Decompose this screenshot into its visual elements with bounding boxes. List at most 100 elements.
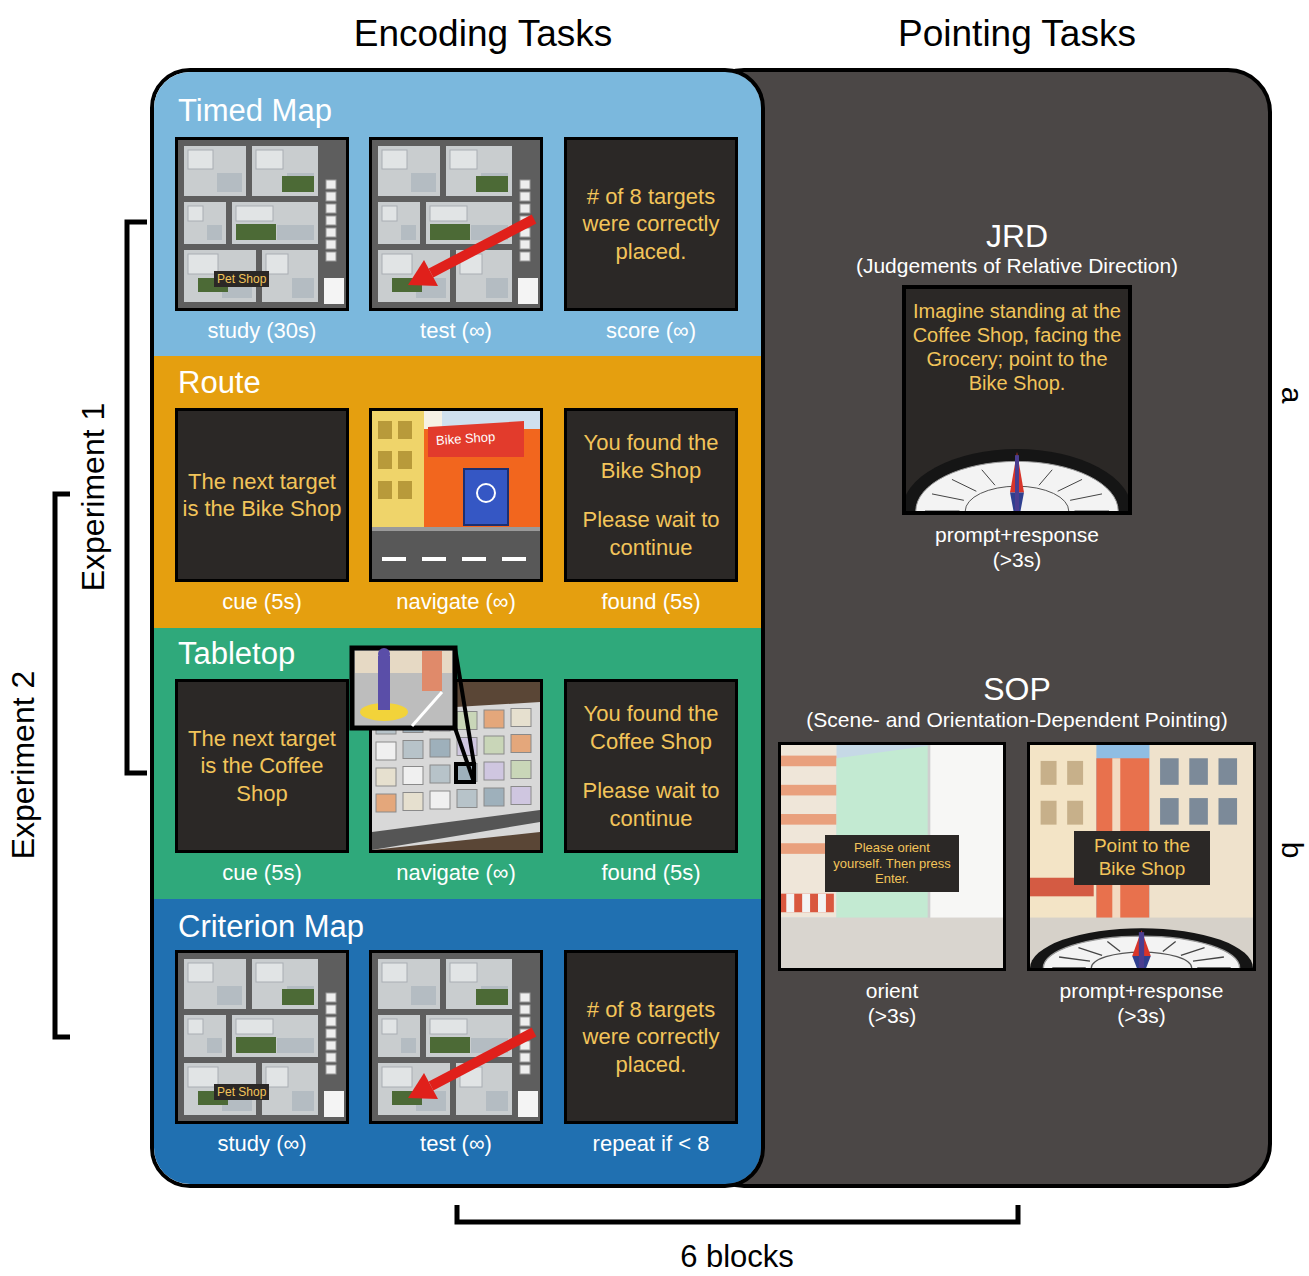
- illustration-part: [1067, 801, 1083, 825]
- illustration-part: [1163, 942, 1176, 952]
- illustration-part: [178, 140, 346, 308]
- illustration-part: [1078, 948, 1102, 956]
- jrd-prompt: Imagine standing at the Coffee Shop, fac…: [910, 299, 1124, 395]
- step-caption: prompt+response (>3s): [917, 522, 1117, 572]
- illustration-part: [326, 1017, 336, 1026]
- illustration-part: [486, 1091, 508, 1111]
- illustration-part: [372, 810, 540, 850]
- illustration-part: [818, 894, 826, 913]
- step-caption: cue (5s): [152, 589, 372, 615]
- illustration-part: [277, 1038, 314, 1053]
- illustration-part: [511, 761, 531, 779]
- illustration-part: [484, 762, 504, 780]
- illustration-part: [511, 787, 531, 805]
- illustration-part: [802, 894, 810, 913]
- illustration-part: [450, 150, 477, 169]
- step-caption: prompt+response (>3s): [1042, 978, 1242, 1028]
- illustration-part: [1189, 798, 1208, 825]
- illustration-part: [256, 963, 283, 982]
- task-subtitle: (Scene- and Orientation-Dependent Pointi…: [717, 707, 1309, 732]
- illustration-part: [518, 278, 538, 304]
- illustration-part: [1067, 761, 1083, 785]
- experiment-label: Experiment 1: [73, 347, 113, 647]
- screen-text: # of 8 targets were correctly placed.: [571, 996, 731, 1079]
- illustration-part: [408, 1073, 438, 1099]
- step-caption: cue (5s): [152, 860, 372, 886]
- illustration-part: [378, 648, 390, 660]
- illustration-part: [484, 736, 504, 754]
- illustration-part: [484, 710, 504, 728]
- illustration-part: [326, 1005, 336, 1014]
- step-caption: orient (>3s): [842, 978, 942, 1028]
- illustration-part: [781, 756, 837, 767]
- step-caption: repeat if < 8: [541, 1131, 761, 1157]
- illustration-part: [282, 989, 314, 1005]
- illustration-part: [520, 1053, 530, 1062]
- illustration-part: [326, 216, 336, 225]
- screen-text-column: The next target is the Bike Shop: [178, 411, 346, 579]
- illustration-part: [324, 278, 344, 304]
- illustration-part: [932, 494, 964, 500]
- illustration-part: [232, 202, 318, 244]
- task-band: Criterion MapPet Shopstudy (∞)test (∞)# …: [154, 899, 761, 1184]
- section-heading: Encoding Tasks: [233, 12, 733, 56]
- illustration-part: [1039, 470, 1052, 485]
- illustration-part: [486, 278, 508, 298]
- illustration-part: [1218, 758, 1237, 785]
- screen-text: Please wait to continue: [571, 777, 731, 832]
- illustration-part: [398, 421, 412, 439]
- pointing-panel: Pointing TasksJRD(Judgements of Relative…: [700, 68, 1272, 1188]
- screen-text: You found the Coffee Shop: [571, 700, 731, 755]
- illustration-part: [430, 739, 450, 757]
- illustration-part: [431, 219, 534, 273]
- screen-panel: The next target is the Coffee Shopcue (5…: [175, 679, 349, 853]
- illustration-part: [520, 180, 530, 189]
- illustration-part: [781, 745, 1003, 968]
- overlay-instruction: Please orient yourself. Then press Enter…: [825, 835, 959, 892]
- step-caption: test (∞): [346, 1131, 566, 1157]
- illustration-part: [520, 240, 530, 249]
- illustration-part: [411, 986, 436, 1005]
- band-title: Route: [178, 364, 578, 401]
- illustration-part: [450, 963, 477, 982]
- illustration-part: [326, 1029, 336, 1038]
- screen-panel: The next target is the Bike Shopcue (5s): [175, 408, 349, 582]
- screen-panel: You found the Bike ShopPlease wait to co…: [564, 408, 738, 582]
- illustration-part: [372, 953, 540, 1121]
- illustration-part: [1139, 932, 1144, 968]
- illustration-part: [1070, 494, 1102, 500]
- illustration-part: [403, 767, 423, 785]
- panel-letter: a: [1272, 375, 1309, 415]
- illustration-part: [378, 656, 390, 710]
- illustration-part: [372, 140, 540, 308]
- illustration-part: [952, 479, 976, 491]
- illustration-part: [232, 1015, 318, 1057]
- illustration-part: [372, 411, 424, 536]
- illustration-part: [1197, 967, 1230, 968]
- illustration-part: [326, 240, 336, 249]
- illustration-part: [382, 150, 407, 169]
- illustration-part: [431, 1032, 534, 1086]
- illustration-part: [502, 557, 526, 561]
- illustration-part: [430, 1037, 470, 1053]
- block-count-label: 6 blocks: [587, 1237, 887, 1276]
- illustration-part: [382, 557, 406, 561]
- illustration-part: [430, 224, 470, 240]
- illustration-part: [372, 527, 540, 531]
- illustration-part: [1059, 957, 1090, 961]
- band-title: Criterion Map: [178, 908, 578, 945]
- illustration-part: [1015, 455, 1019, 511]
- screen-text-column: You found the Coffee ShopPlease wait to …: [567, 682, 735, 850]
- illustration-part: [411, 173, 436, 192]
- illustration-part: [372, 529, 540, 579]
- illustration-part: [376, 742, 396, 760]
- screen-text-column: # of 8 targets were correctly placed.: [567, 953, 735, 1121]
- illustration-part: [476, 176, 508, 192]
- band-title: Tabletop: [178, 635, 578, 672]
- illustration-part: [188, 963, 213, 982]
- illustration-part: [236, 206, 273, 221]
- screen-text: The next target is the Coffee Shop: [182, 725, 342, 808]
- maparrow-illustration: [372, 953, 540, 1121]
- illustration-part: [786, 894, 794, 913]
